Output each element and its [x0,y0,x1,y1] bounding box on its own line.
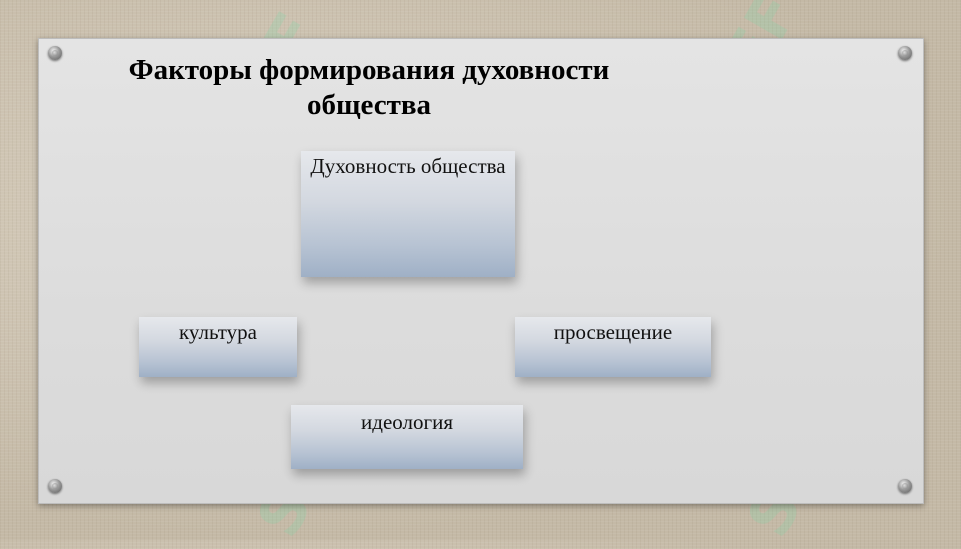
pin-icon [48,479,62,493]
node-enlightenment: просвещение [515,317,711,377]
node-culture: культура [139,317,297,377]
page-title: Факторы формирования духовности общества [128,54,610,121]
node-spirituality: Духовность общества [301,151,515,277]
node-ideology: идеология [291,405,523,469]
pin-icon [898,479,912,493]
pin-icon [48,46,62,60]
slide-board: Факторы формирования духовности общества… [38,38,924,504]
pin-icon [898,46,912,60]
